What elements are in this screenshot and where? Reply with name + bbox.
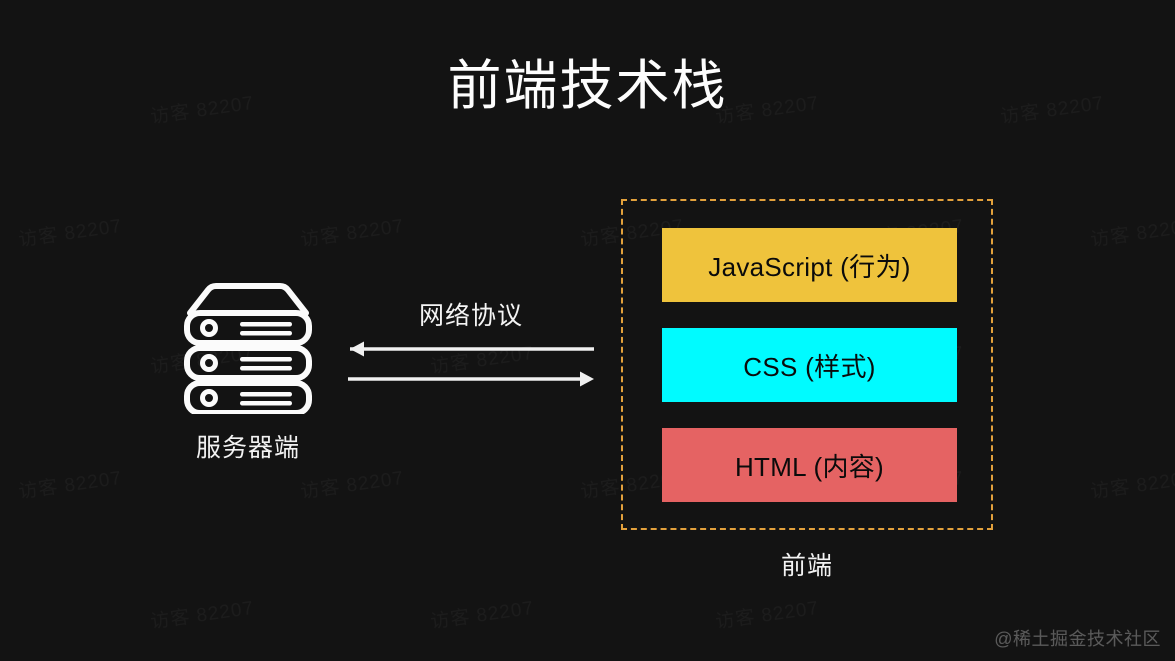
watermark-tile: 访客 82207 [299, 463, 406, 504]
arrow-right-icon [348, 371, 594, 387]
watermark-tile: 访客 82207 [714, 593, 821, 634]
frontend-boundary-box: JavaScript (行为) CSS (样式) HTML (内容) [621, 199, 993, 530]
stack-item-css[interactable]: CSS (样式) [662, 328, 957, 402]
stack-item-javascript[interactable]: JavaScript (行为) [662, 228, 957, 302]
watermark-tile: 访客 82207 [17, 463, 124, 504]
watermark-tile: 访客 82207 [1089, 211, 1175, 252]
server-stack-icon [184, 283, 312, 414]
stack-item-label: CSS (样式) [743, 351, 876, 382]
network-connection-group: 网络协议 [340, 296, 602, 401]
arrow-left-icon [350, 341, 594, 357]
source-credit: @稀土掘金技术社区 [994, 629, 1161, 649]
frontend-label: 前端 [780, 552, 833, 580]
bidirectional-arrows [348, 341, 594, 387]
stack-item-label: HTML (内容) [734, 451, 885, 482]
stack-item-html[interactable]: HTML (内容) [662, 428, 957, 502]
frontend-stack-list: JavaScript (行为) CSS (样式) HTML (内容) [662, 228, 957, 502]
server-group: 服务器端 [158, 283, 338, 464]
watermark-tile: 访客 82207 [429, 593, 536, 634]
server-label: 服务器端 [195, 434, 300, 462]
page-title: 前端技术栈 [447, 56, 728, 116]
network-protocol-label: 网络协议 [418, 302, 523, 330]
watermark-tile: 访客 82207 [17, 211, 124, 252]
watermark-tile: 访客 82207 [149, 593, 256, 634]
watermark-tile: 访客 82207 [1089, 463, 1175, 504]
stack-item-label: JavaScript (行为) [708, 251, 911, 282]
watermark-tile: 访客 82207 [299, 211, 406, 252]
